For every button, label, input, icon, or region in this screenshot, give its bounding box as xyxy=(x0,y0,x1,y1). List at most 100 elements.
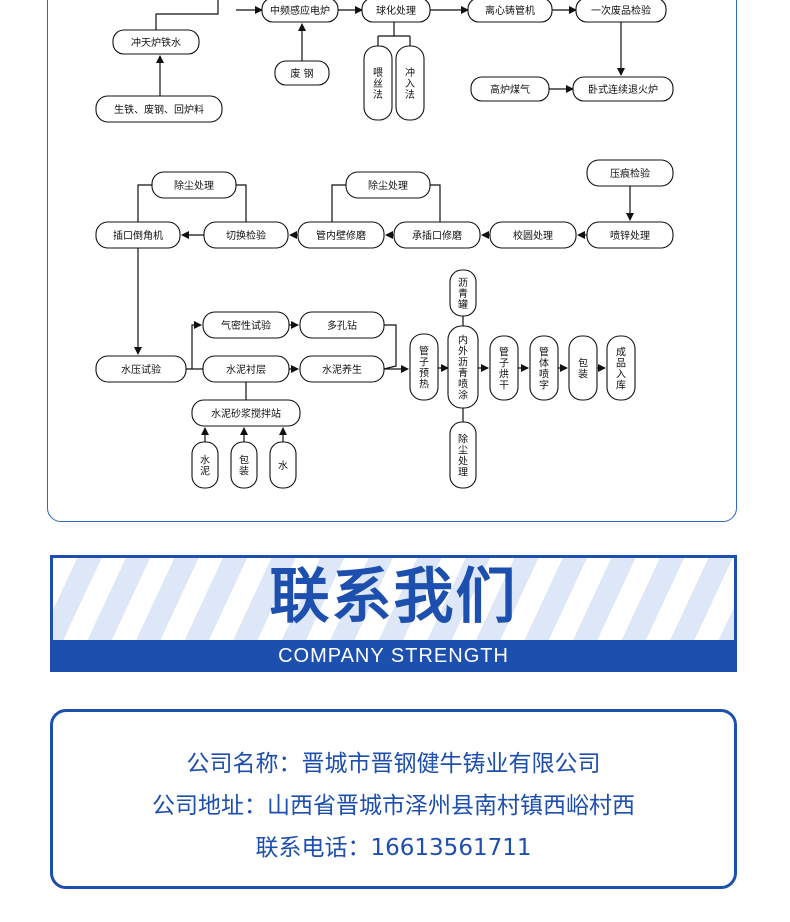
flow-node-label: 压痕检验 xyxy=(610,167,650,180)
flow-node-label: 尘 xyxy=(458,445,468,457)
flow-node-label: 成 xyxy=(616,347,626,359)
flow-node-bag: 包装 xyxy=(230,441,258,489)
flow-connector xyxy=(236,184,247,222)
flow-node-label: 入 xyxy=(616,370,626,381)
flow-node-raw-material: 生铁、废钢、回炉料 xyxy=(95,95,223,123)
flow-node-label: 水泥养生 xyxy=(322,363,362,376)
flow-node-label: 球化处理 xyxy=(376,4,416,17)
flow-node-label: 喷锌处理 xyxy=(610,229,650,242)
flow-node-label: 卧式连续退火炉 xyxy=(588,83,658,96)
flow-node-label: 水 xyxy=(278,460,288,472)
flow-node-label: 沥 xyxy=(458,357,468,369)
banner-stripe-background xyxy=(50,555,737,640)
flow-node-label: 管内壁修磨 xyxy=(316,229,366,242)
flow-node-label: 切换检验 xyxy=(226,229,266,242)
flow-node-label: 喷 xyxy=(458,379,468,391)
company-address: 公司地址：山西省晋城市泽州县南村镇西峪村西 xyxy=(152,793,635,819)
flow-node-label: 烘 xyxy=(499,369,509,381)
flow-node-label: 法 xyxy=(405,88,415,101)
flow-node-label: 热 xyxy=(419,378,429,391)
flow-node-label: 装 xyxy=(578,368,588,381)
flow-node-label: 外 xyxy=(458,346,468,358)
flow-node-pack: 包装 xyxy=(568,335,598,401)
flow-node-label: 多孔钻 xyxy=(327,319,357,332)
contact-banner: 联系我们 COMPANY STRENGTH xyxy=(50,555,737,672)
flow-node-label: 废 钢 xyxy=(290,67,313,80)
flow-node-dust-3: 除尘处理 xyxy=(449,421,477,489)
flow-node-label: 离心铸管机 xyxy=(485,4,535,17)
flow-node-label: 除尘处理 xyxy=(174,179,214,192)
flow-connector xyxy=(191,321,202,369)
flow-node-hydro-test: 水压试验 xyxy=(95,355,187,383)
flow-node-label: 青 xyxy=(458,287,468,300)
flow-node-label: 丝 xyxy=(373,78,383,90)
banner-subtitle: COMPANY STRENGTH xyxy=(50,640,737,672)
flow-node-first-inspect: 一次废品检验 xyxy=(575,0,667,23)
flow-node-cement: 水泥 xyxy=(191,441,219,489)
flow-node-mid-freq-furnace: 中频感应电炉 xyxy=(261,0,339,23)
company-phone[interactable]: 联系电话：16613561711 xyxy=(255,835,532,861)
flow-node-label: 生铁、废钢、回炉料 xyxy=(114,103,204,116)
flow-node-mortar-station: 水泥砂浆搅拌站 xyxy=(191,399,301,427)
contact-info-box: 公司名称：晋城市晋钢健牛铸业有限公司 公司地址：山西省晋城市泽州县南村镇西峪村西… xyxy=(50,709,737,889)
flow-node-label: 装 xyxy=(239,465,249,478)
flow-node-label: 青 xyxy=(458,367,468,380)
flow-node-label: 涂 xyxy=(458,389,468,402)
flow-connector xyxy=(331,184,346,222)
flow-node-label: 管 xyxy=(499,346,509,359)
flow-node-label: 字 xyxy=(539,379,549,392)
flow-node-label: 沥 xyxy=(458,277,468,289)
flow-node-label: 冲 xyxy=(405,66,415,79)
flow-node-socket-grind: 承插口修磨 xyxy=(393,221,481,249)
flow-node-multi-drill: 多孔钻 xyxy=(299,311,385,339)
flow-node-label: 内 xyxy=(458,334,468,347)
flow-node-label: 干 xyxy=(499,381,509,392)
flow-node-label: 水压试验 xyxy=(121,363,161,376)
flow-node-inner-wall-grind: 管内壁修磨 xyxy=(297,221,385,249)
flow-node-label: 理 xyxy=(458,467,468,479)
flow-node-label: 一次废品检验 xyxy=(591,4,651,17)
flow-node-spheroidize: 球化处理 xyxy=(361,0,431,23)
flow-node-round-correct: 校圆处理 xyxy=(489,221,577,249)
flow-node-cut-inspect: 切换检验 xyxy=(203,221,289,249)
flow-node-cement-lining: 水泥衬层 xyxy=(202,355,290,383)
flow-node-wire-feed: 喂丝法 xyxy=(363,45,393,121)
flow-connector xyxy=(137,184,152,222)
flow-node-label: 包 xyxy=(239,454,249,467)
flow-node-water: 水 xyxy=(269,441,297,489)
flow-node-scrap-steel: 废 钢 xyxy=(274,60,330,86)
flow-node-label: 包 xyxy=(578,357,588,370)
flow-node-label: 气密性试验 xyxy=(221,319,271,332)
flow-node-label: 库 xyxy=(616,379,626,392)
flow-connector xyxy=(430,184,441,222)
flow-node-label: 法 xyxy=(373,88,383,101)
process-flow-panel xyxy=(47,0,737,522)
flow-node-label: 泥 xyxy=(200,465,210,478)
flow-node-pour-method: 冲入法 xyxy=(395,45,425,121)
flow-node-label: 喂 xyxy=(373,67,383,79)
flow-node-label: 喷 xyxy=(539,369,549,381)
flow-node-label: 管 xyxy=(419,345,429,358)
flow-node-zinc-spray: 喷锌处理 xyxy=(586,221,674,249)
flow-node-centrifugal: 离心铸管机 xyxy=(467,0,553,23)
company-name: 公司名称：晋城市晋钢健牛铸业有限公司 xyxy=(186,751,601,777)
flow-node-air-tight: 气密性试验 xyxy=(202,311,290,339)
flow-node-label: 子 xyxy=(419,357,429,369)
flow-node-dust-2: 除尘处理 xyxy=(345,171,431,199)
flow-node-blast-gas: 高炉煤气 xyxy=(470,76,550,102)
flow-node-label: 中频感应电炉 xyxy=(270,4,330,17)
flow-node-label: 承插口修磨 xyxy=(412,229,462,242)
process-flow-diagram: 中频感应电炉球化处理离心铸管机一次废品检验冲天炉铁水废 钢喂丝法冲入法高炉煤气卧… xyxy=(95,0,674,489)
flow-node-cement-cure: 水泥养生 xyxy=(299,355,385,383)
flow-node-anneal-furnace: 卧式连续退火炉 xyxy=(572,76,674,102)
flow-node-label: 子 xyxy=(499,358,509,370)
banner-title: 联系我们 xyxy=(269,562,518,632)
flow-node-cupola: 冲天炉铁水 xyxy=(112,29,200,55)
flow-node-label: 水泥砂浆搅拌站 xyxy=(211,407,281,420)
flow-node-press-inspect: 压痕检验 xyxy=(586,159,674,187)
flow-node-label: 除尘处理 xyxy=(368,179,408,192)
flow-node-label: 罐 xyxy=(458,298,468,311)
